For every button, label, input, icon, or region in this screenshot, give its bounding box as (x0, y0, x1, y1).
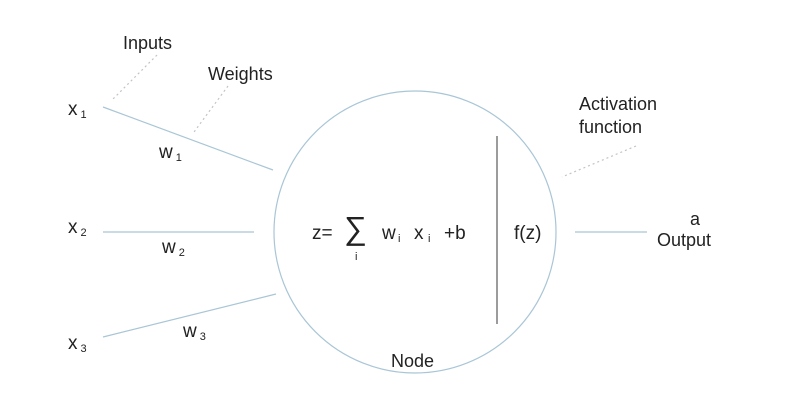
formula-lhs: z= (312, 223, 333, 244)
activation-label-line1: Activation (579, 94, 658, 114)
weights-label: Weights (208, 64, 273, 84)
formula-sigma: ∑ (344, 210, 367, 246)
inputs-pointer (111, 54, 158, 101)
formula-x-index: i (428, 233, 431, 245)
activation-label-line2: function (579, 117, 643, 137)
formula-sum-index: i (355, 251, 358, 263)
connection-line-x1 (102, 106, 274, 171)
summation-formula: z= ∑ i w i x i +b (310, 212, 490, 272)
activation-expression: f(z) (514, 223, 542, 244)
inputs-label: Inputs (123, 33, 173, 53)
node-circle (273, 90, 557, 374)
formula-bias: +b (444, 223, 466, 244)
output-symbol: a (690, 209, 701, 229)
weights-pointer (193, 85, 229, 133)
connection-line-x3 (102, 293, 277, 338)
formula-w-index: i (398, 233, 401, 245)
activation-pointer (561, 145, 637, 178)
output-label: Output (657, 230, 712, 250)
formula-w: w (382, 223, 396, 244)
formula-x: x (414, 223, 424, 244)
node-label: Node (391, 351, 435, 371)
